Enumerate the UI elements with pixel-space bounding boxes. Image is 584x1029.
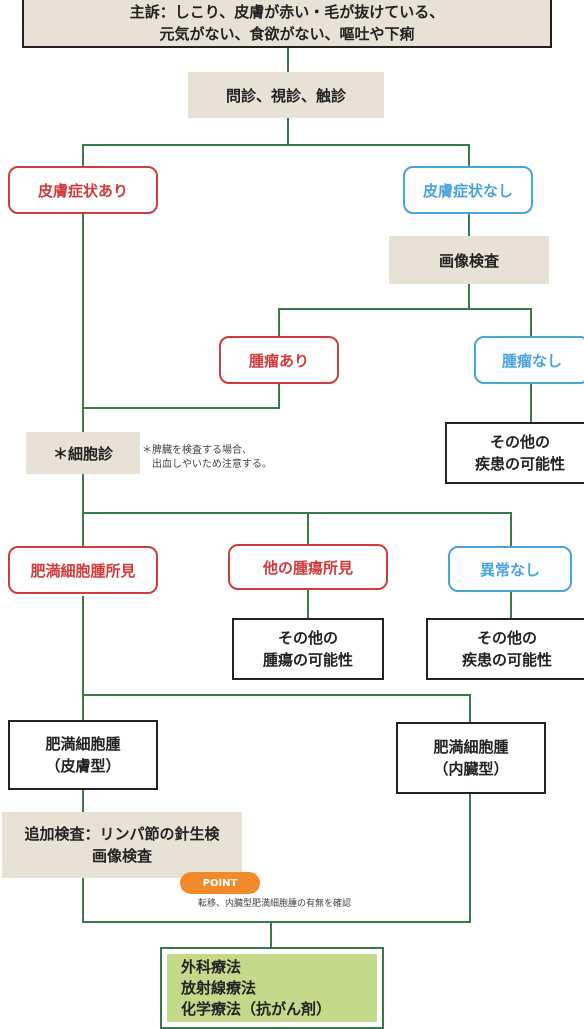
chief-complaint-box: 主訴：しこり、皮膚が赤い・毛が抜けている、 元気がない、食欲がない、嘔吐や下痢: [22, 0, 552, 48]
connector: [510, 512, 512, 546]
no-abnormal-label: 異常なし: [479, 560, 540, 579]
mct-cutaneous-line1: 肥満細胞腫: [45, 735, 121, 753]
imaging-label: 画像検査: [438, 251, 499, 270]
treatment-inner: 外科療法 放射線療法 化学療法（抗がん剤）: [167, 954, 377, 1022]
point-label: POINT: [202, 877, 238, 889]
connector: [468, 284, 470, 310]
skin-no-label: 皮膚症状なし: [422, 181, 513, 200]
imaging-box: 画像検査: [389, 236, 549, 284]
connector: [82, 921, 471, 923]
connector: [82, 878, 84, 922]
connector: [82, 694, 471, 696]
connector: [278, 308, 280, 336]
mct-cutaneous-line2: （皮膚型）: [45, 757, 121, 775]
connector: [510, 590, 512, 618]
additional-tests-box: 追加検査：リンパ節の針生検 画像検査: [2, 812, 242, 878]
additional-tests-line2: 画像検査: [91, 847, 152, 865]
connector: [270, 921, 272, 947]
mast-finding-label: 肥満細胞腫所見: [30, 561, 136, 580]
connector: [82, 144, 84, 166]
connector: [307, 512, 309, 546]
connector: [82, 407, 280, 409]
connector: [278, 384, 280, 409]
connector: [469, 694, 471, 722]
other-tumor-possible-line1: その他の: [277, 629, 338, 647]
tumor-yes-node: 腫瘤あり: [219, 336, 339, 384]
connector: [278, 308, 532, 310]
other-tumor-finding-label: 他の腫瘍所見: [262, 558, 353, 577]
skin-symptoms-yes-node: 皮膚症状あり: [8, 166, 158, 214]
other-disease-1-line1: その他の: [489, 433, 550, 451]
tumor-no-node: 腫瘤なし: [474, 336, 584, 384]
connector: [530, 308, 532, 336]
connector: [82, 790, 84, 812]
mast-cell-finding-node: 肥満細胞腫所見: [8, 546, 158, 594]
mct-cutaneous-box: 肥満細胞腫 （皮膚型）: [8, 720, 158, 790]
treatment-box: 外科療法 放射線療法 化学療法（抗がん剤）: [160, 947, 384, 1029]
cytology-note-line1: ＊脾臓を検査する場合、: [142, 445, 252, 456]
other-tumor-possible-box: その他の 腫瘍の可能性: [232, 618, 384, 680]
connector: [469, 794, 471, 922]
point-badge: POINT: [180, 872, 260, 894]
connector: [287, 118, 289, 145]
other-disease-box-2: その他の 疾患の可能性: [426, 618, 584, 680]
other-disease-2-line1: その他の: [476, 629, 537, 647]
connector: [82, 144, 470, 146]
skin-symptoms-no-node: 皮膚症状なし: [403, 166, 533, 214]
no-abnormality-node: 異常なし: [448, 546, 572, 592]
cytology-box: ＊細胞診: [26, 432, 140, 474]
additional-tests-line1: 追加検査：リンパ節の針生検: [24, 825, 220, 843]
other-disease-1-line2: 疾患の可能性: [474, 455, 565, 473]
connector: [82, 512, 512, 514]
other-disease-box-1: その他の 疾患の可能性: [445, 422, 584, 484]
point-note: 転移、内臓型肥満細胞腫の有無を確認: [198, 899, 352, 909]
connector: [82, 474, 84, 546]
other-tumor-possible-line2: 腫瘍の可能性: [262, 651, 353, 669]
cytology-note: ＊脾臓を検査する場合、 出血しやいため注意する。: [142, 444, 272, 472]
cytology-label: ＊細胞診: [52, 444, 113, 463]
treatment-chemo: 化学療法（抗がん剤）: [181, 999, 332, 1018]
other-disease-2-line2: 疾患の可能性: [461, 651, 552, 669]
mct-visceral-line1: 肥満細胞腫: [433, 738, 509, 756]
chief-complaint-line2: 元気がない、食欲がない、嘔吐や下痢: [159, 25, 415, 43]
treatment-surgery: 外科療法: [181, 957, 242, 976]
connector: [82, 214, 84, 432]
exam-label: 問診、視診、触診: [225, 86, 346, 105]
treatment-radiation: 放射線療法: [181, 978, 257, 997]
exam-box: 問診、視診、触診: [188, 72, 384, 118]
connector: [287, 48, 289, 72]
connector: [468, 144, 470, 166]
mct-visceral-box: 肥満細胞腫 （内臓型）: [396, 722, 546, 794]
connector: [307, 588, 309, 618]
skin-yes-label: 皮膚症状あり: [37, 181, 128, 200]
cytology-note-line2: 出血しやいため注意する。: [152, 459, 272, 470]
chief-complaint-line1: 主訴：しこり、皮膚が赤い・毛が抜けている、: [129, 3, 445, 21]
connector: [530, 384, 532, 422]
tumor-yes-label: 腫瘤あり: [248, 351, 309, 370]
connector: [82, 596, 84, 720]
tumor-no-label: 腫瘤なし: [501, 351, 562, 370]
other-tumor-finding-node: 他の腫瘍所見: [228, 544, 388, 590]
mct-visceral-line2: （内臓型）: [433, 760, 509, 778]
connector: [468, 214, 470, 236]
